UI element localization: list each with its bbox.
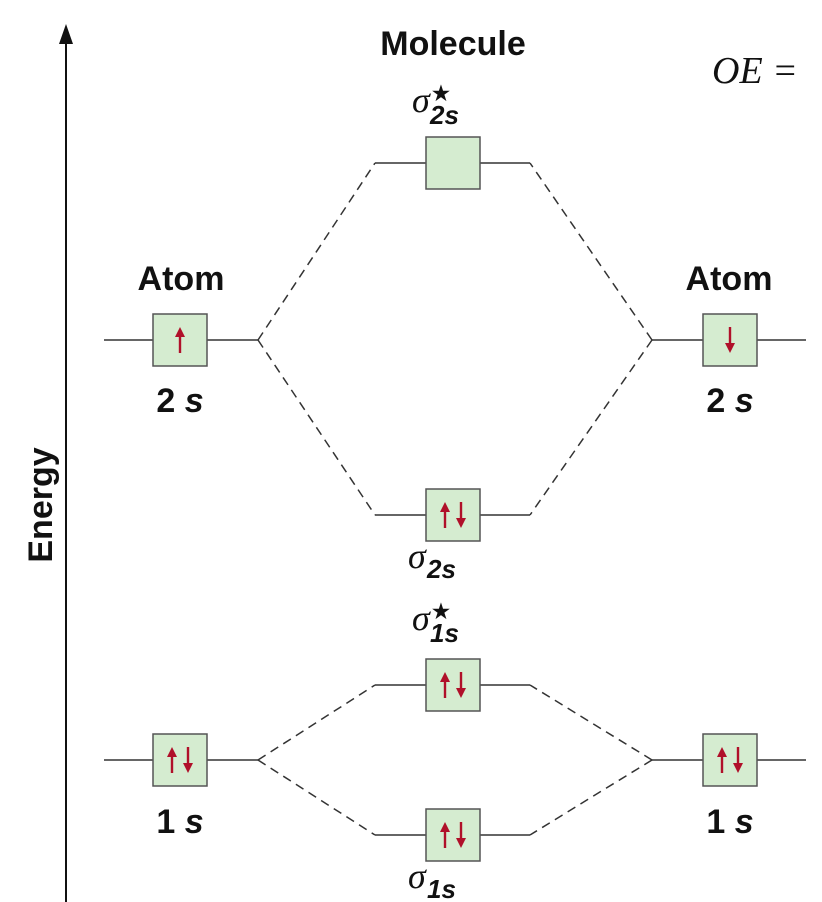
orbital-left-1s	[152, 733, 208, 787]
correlation-right-1s-to-sigma-1s-star	[529, 684, 653, 761]
orbital-left-2s	[152, 313, 208, 367]
electron-up-arrow-icon	[175, 327, 185, 353]
label-sigma-1s-star-star: ★	[432, 601, 450, 623]
correlation-left-2s-to-sigma-2s-star	[257, 162, 376, 341]
electron-down-arrow-icon	[733, 747, 743, 773]
label-sigma-1s: σ 1s	[408, 856, 456, 902]
label-sigma-1s-sigma: σ	[408, 856, 427, 896]
electron-down-arrow-icon	[183, 747, 193, 773]
label-sigma-1s-star-sigma: σ	[412, 598, 431, 638]
orbital-right-2s	[702, 313, 758, 367]
label-sigma-1s-star: σ ★ 1s	[412, 598, 459, 648]
orbital-letter: s	[185, 803, 204, 841]
label-sigma-1s-sub: 1s	[427, 874, 456, 902]
energy-label: Energy	[22, 447, 60, 562]
label-right-1s: 1 s	[706, 803, 753, 841]
electron-up-arrow-icon	[440, 502, 450, 528]
orbital-sigma-2s-star	[425, 136, 481, 190]
label-sigma-1s-star-sub: 1s	[430, 618, 459, 648]
orbital-letter: s	[735, 382, 754, 420]
label-sigma-2s-sigma: σ	[408, 536, 427, 576]
electron-down-arrow-icon	[456, 822, 466, 848]
electron-down-arrow-icon	[725, 327, 735, 353]
electron-down-arrow-icon	[456, 672, 466, 698]
electron-up-arrow-icon	[167, 747, 177, 773]
molecule-heading: Molecule	[380, 25, 525, 63]
energy-axis-arrowhead	[59, 24, 73, 44]
orbital-sigma-2s	[425, 488, 481, 542]
correlation-left-2s-to-sigma-2s	[257, 339, 376, 516]
label-sigma-2s-star-sigma: σ	[412, 80, 431, 120]
label-sigma-2s-sub: 2s	[426, 554, 456, 584]
orbital-sigma-1s-star	[425, 658, 481, 712]
label-left-1s: 1 s	[156, 803, 203, 841]
correlation-left-1s-to-sigma-1s	[257, 759, 376, 836]
oe-equation: OE =	[712, 50, 798, 92]
label-sigma-2s-star-sub: 2s	[429, 100, 459, 130]
electron-up-arrow-icon	[440, 672, 450, 698]
correlation-right-2s-to-sigma-2s	[529, 339, 653, 516]
label-sigma-2s: σ 2s	[408, 536, 456, 584]
electron-up-arrow-icon	[440, 822, 450, 848]
label-sigma-2s-star: σ ★ 2s	[412, 80, 459, 130]
electron-up-arrow-icon	[717, 747, 727, 773]
orbital-letter: s	[185, 382, 204, 420]
label-left-1s-text: 1	[156, 803, 175, 841]
label-left-2s: 2 s	[156, 382, 203, 420]
orbital-letter: s	[735, 803, 754, 841]
correlation-left-1s-to-sigma-1s-star	[257, 684, 376, 761]
correlation-right-2s-to-sigma-2s-star	[529, 162, 653, 341]
orbital-sigma-1s	[425, 808, 481, 862]
label-right-1s-text: 1	[706, 803, 725, 841]
label-right-2s: 2 s	[706, 382, 753, 420]
atom-right-heading: Atom	[686, 260, 773, 298]
atom-left-heading: Atom	[138, 260, 225, 298]
label-sigma-2s-star-star: ★	[432, 83, 450, 105]
label-left-2s-text: 2	[156, 382, 175, 420]
electron-down-arrow-icon	[456, 502, 466, 528]
correlation-right-1s-to-sigma-1s	[529, 759, 653, 836]
orbital-right-1s	[702, 733, 758, 787]
label-right-2s-text: 2	[706, 382, 725, 420]
